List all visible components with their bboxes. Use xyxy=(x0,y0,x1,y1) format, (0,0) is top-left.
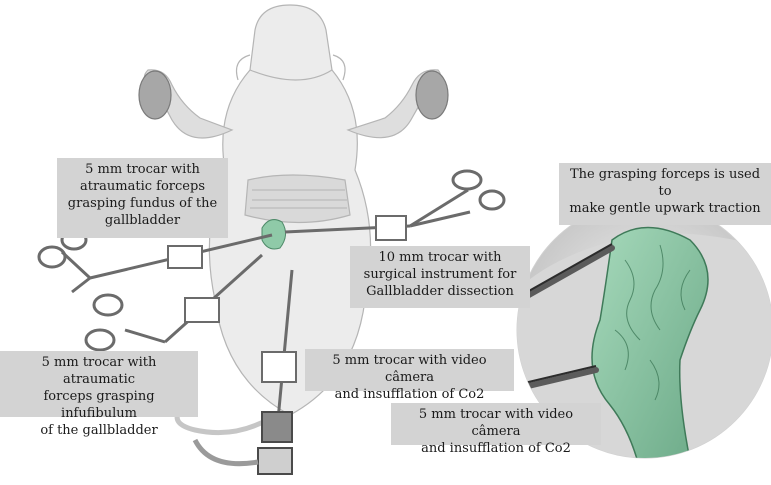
instrument-camera xyxy=(192,269,297,475)
gallbladder-large xyxy=(591,226,709,458)
rat-body xyxy=(138,4,449,436)
rat-head xyxy=(249,4,333,84)
instrument-left-lower xyxy=(84,253,264,352)
label-traction: The grasping forceps is used to make gen… xyxy=(559,163,771,225)
label-fundus-trocar: 5 mm trocar with atraumatic forceps gras… xyxy=(57,158,228,238)
instrument-right xyxy=(284,169,506,241)
label-camera-trocar: 5 mm trocar with video câmera and insuff… xyxy=(305,349,514,402)
label-infundibulum-trocar: 5 mm trocar with atraumatic forceps gras… xyxy=(0,351,198,438)
rat-left-paw xyxy=(138,70,172,120)
rat-right-paw xyxy=(415,70,449,120)
gallbladder xyxy=(261,219,286,250)
rat-tail xyxy=(174,408,282,436)
label-dissection-trocar: 10 mm trocar with surgical instrument fo… xyxy=(350,246,530,308)
rat-ribcage xyxy=(244,174,351,224)
label-camera-trocar-inset: 5 mm trocar with video câmera and insuff… xyxy=(391,403,601,456)
